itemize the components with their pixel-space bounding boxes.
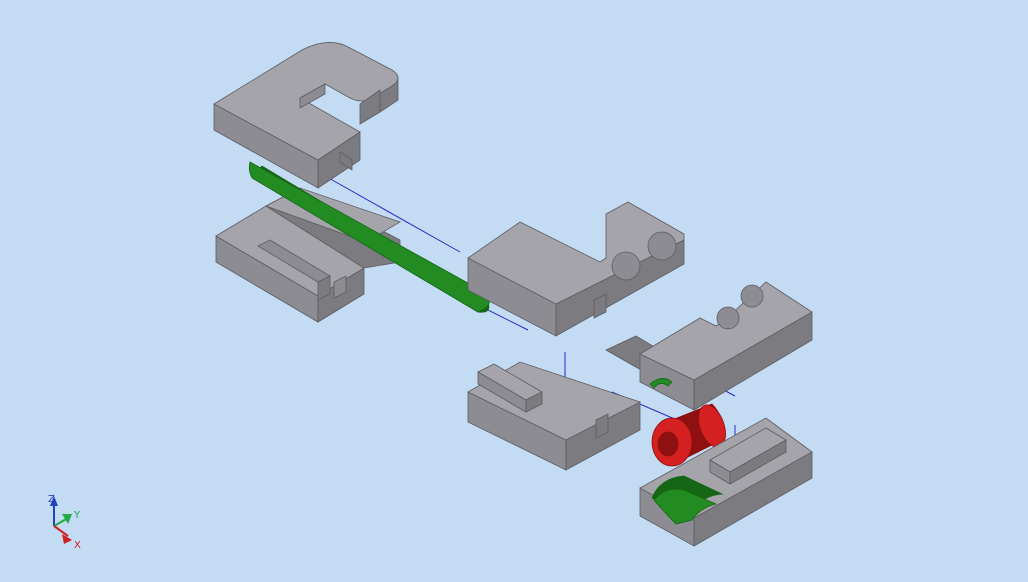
- constraint-line: [317, 171, 461, 253]
- z-arrow-icon: [50, 496, 58, 506]
- rib-side: [317, 275, 331, 301]
- rib-right: [729, 439, 787, 485]
- notched-block-center[interactable]: [467, 201, 685, 337]
- bushing-bore: [657, 431, 679, 457]
- groove: [647, 231, 677, 261]
- face-right: [359, 89, 381, 125]
- z-axis-label: Z: [48, 494, 55, 505]
- notch: [339, 151, 353, 171]
- slot-base-center[interactable]: [467, 361, 642, 471]
- view-triad[interactable]: Z Y X: [48, 494, 81, 551]
- y-axis-label: Y: [73, 510, 81, 521]
- x-arrow-icon: [62, 534, 72, 544]
- red-bushing[interactable]: [651, 401, 731, 467]
- notch: [595, 413, 609, 439]
- x-axis-label: X: [74, 540, 81, 551]
- x-axis: [53, 525, 69, 537]
- rib-right: [525, 391, 543, 413]
- face-inner: [299, 83, 326, 109]
- green-arc-small[interactable]: [649, 378, 673, 389]
- c-clamp-top-left[interactable]: [213, 42, 399, 189]
- groove: [611, 251, 641, 281]
- long-green-rod[interactable]: [248, 161, 490, 313]
- groove: [716, 306, 740, 330]
- notch: [593, 293, 607, 319]
- sleeve-inner: [653, 488, 718, 525]
- groove: [740, 284, 764, 308]
- face-top: [213, 42, 399, 161]
- green-half-sleeve[interactable]: [651, 475, 724, 525]
- slot: [333, 275, 347, 299]
- y-arrow-icon: [62, 514, 72, 524]
